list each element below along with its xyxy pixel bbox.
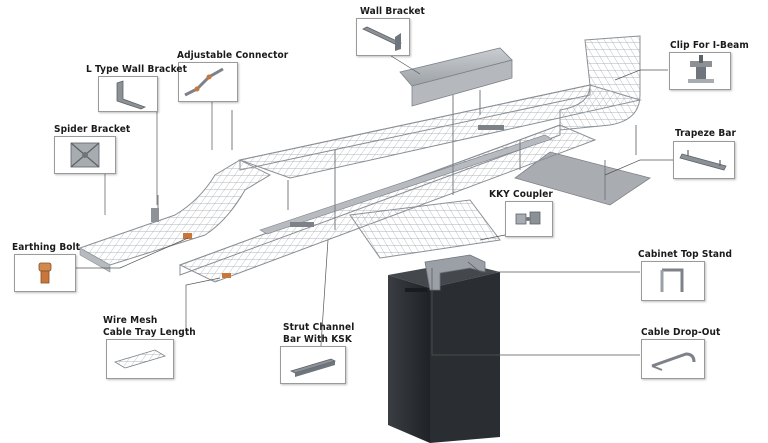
cabinet-stand-thumb [641,261,705,301]
cabinet-stand-icon [660,268,684,292]
side-plate [514,151,651,206]
wire-mesh-tray-icon [114,349,166,369]
wall-bracket-thumb [356,18,410,56]
fittings [151,125,504,278]
trapeze-bar-label: Trapeze Bar [675,128,737,139]
wire-mesh-label-1: Wire Mesh [103,315,158,326]
spider-bracket-thumb [54,136,116,174]
trapeze-bar-thumb [673,141,735,179]
spider-bracket-label: Spider Bracket [54,124,131,135]
trapeze-bar-icon [679,150,727,171]
strut-channel-icon [289,358,337,377]
earthing-bolt-label: Earthing Bolt [12,242,81,253]
l-bracket-label: L Type Wall Bracket [86,64,187,75]
wall-bracket-label: Wall Bracket [360,6,425,17]
kky-coupler-label: KKY Coupler [489,189,553,200]
strut-channel-label-1: Strut Channel [283,322,355,333]
strut-channel-thumb [280,346,346,384]
hanger-rods [157,90,637,230]
wire-mesh-label-2: Cable Tray Length [103,327,196,338]
l-bracket-icon [116,80,147,110]
kky-coupler-thumb [505,201,553,237]
vertical-bend-tray [559,35,641,131]
wall-bracket-icon [362,26,402,51]
left-descending-tray [78,159,272,273]
cable-drop-out-thumb [641,339,705,379]
branch-tray [349,199,501,259]
adjustable-connector-label: Adjustable Connector [177,50,289,61]
earthing-bolt-icon [38,262,52,284]
cable-drop-out-label: Cable Drop-Out [641,327,721,338]
cabinet-stand-label: Cabinet Top Stand [638,249,733,260]
cable-drop-out-icon [651,352,696,371]
strut-channel-label-2: Bar With KSK [283,334,352,345]
clip-i-beam-thumb [669,52,731,90]
spider-bracket-icon [70,142,100,168]
i-beam-clip-icon [688,55,714,83]
ceiling-plate [399,47,513,107]
l-bracket-thumb [98,76,158,112]
main-tray [178,124,597,283]
adjustable-connector-thumb [178,62,238,102]
adjustable-connector-icon [184,67,224,97]
wire-mesh-thumb [106,339,174,379]
cabinet [388,254,500,443]
kky-coupler-icon [515,211,541,225]
earthing-bolt-thumb [14,254,76,292]
clip-i-beam-label: Clip For I-Beam [670,40,749,51]
